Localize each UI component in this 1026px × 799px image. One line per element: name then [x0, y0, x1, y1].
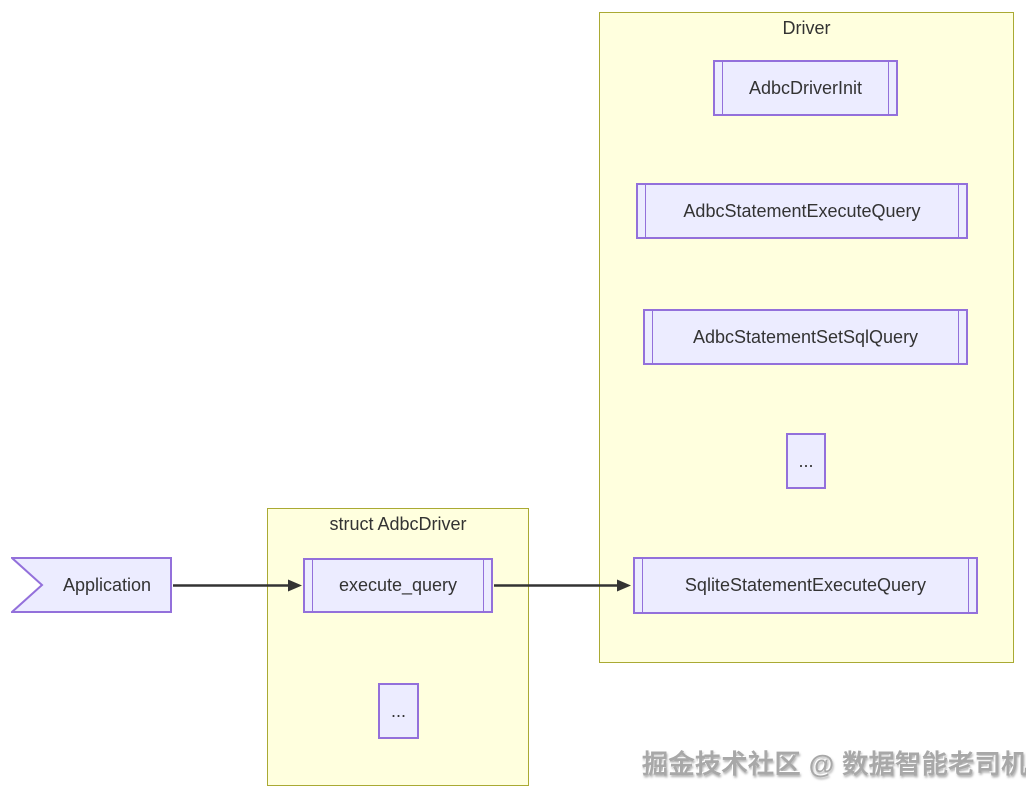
node-driver-ellipsis: ...: [786, 433, 826, 489]
node-sqlite-statement-execute-query: SqliteStatementExecuteQuery: [633, 557, 978, 614]
node-adbc-statement-execute-query-label: AdbcStatementExecuteQuery: [683, 200, 921, 221]
node-adbc-statement-set-sql-query-label: AdbcStatementSetSqlQuery: [692, 326, 919, 347]
node-execute-query: execute_query: [303, 558, 493, 613]
node-adbc-statement-set-sql-query: AdbcStatementSetSqlQuery: [643, 309, 968, 365]
node-struct-ellipsis: ...: [378, 683, 419, 739]
node-adbc-driver-init: AdbcDriverInit: [713, 60, 898, 116]
asymmetric-shape: [11, 557, 172, 613]
node-application-label: Application: [62, 575, 152, 595]
subgraph-struct-adbcdriver-title: struct AdbcDriver: [329, 514, 467, 534]
node-execute-query-label: execute_query: [338, 575, 458, 595]
watermark-text: 掘金技术社区 @ 数据智能老司机: [642, 749, 1026, 779]
node-adbc-driver-init-label: AdbcDriverInit: [748, 77, 863, 98]
node-application: Application: [11, 557, 173, 614]
node-sqlite-statement-execute-query-label: SqliteStatementExecuteQuery: [684, 575, 927, 595]
node-driver-ellipsis-label: ...: [798, 450, 814, 471]
subgraph-struct-adbcdriver: struct AdbcDriver: [267, 508, 529, 786]
node-adbc-statement-execute-query: AdbcStatementExecuteQuery: [636, 183, 968, 239]
node-struct-ellipsis-label: ...: [390, 700, 406, 721]
subgraph-driver-title: Driver: [782, 18, 831, 38]
